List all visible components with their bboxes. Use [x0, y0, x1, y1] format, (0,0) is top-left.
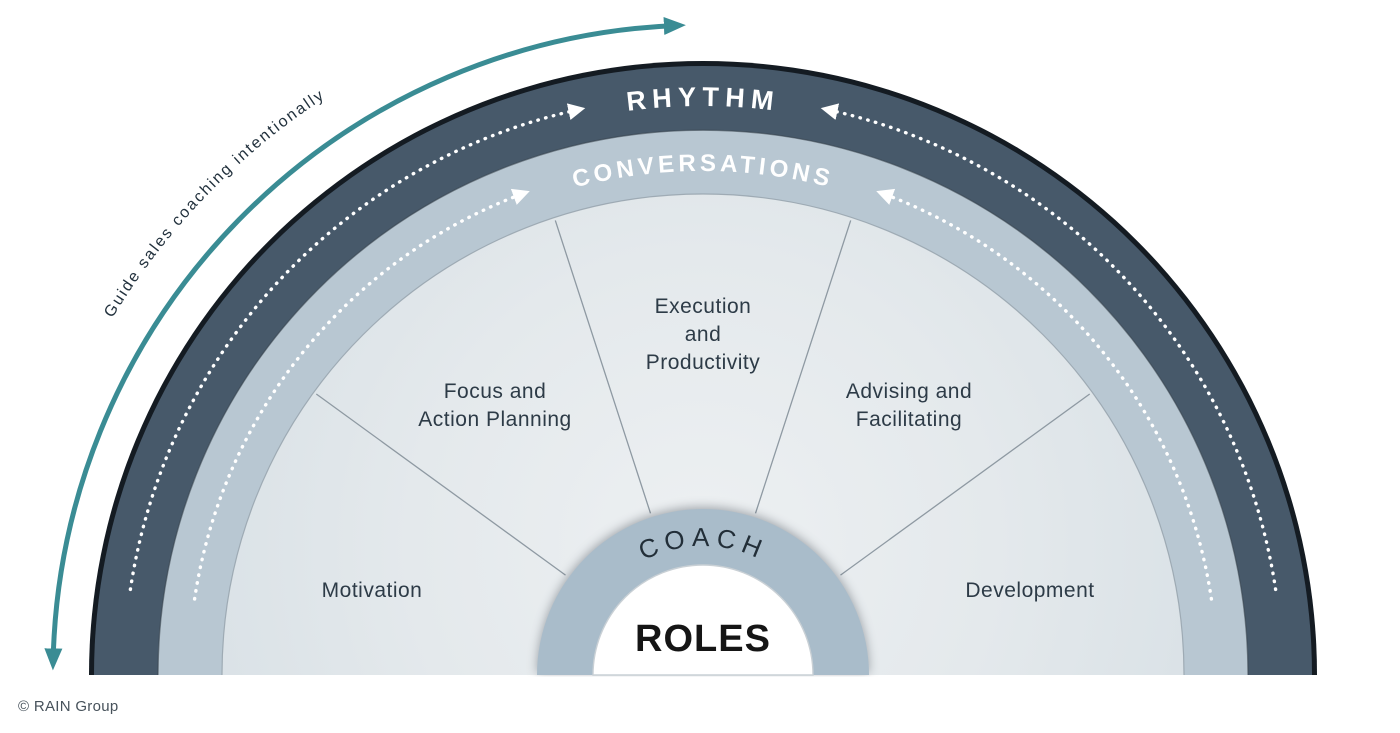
rhythm-label: RHYTHM	[625, 82, 781, 117]
conversations-dotted-arrow-right	[876, 188, 1214, 601]
segment-label-advising-line2: Facilitating	[856, 408, 962, 431]
segment-label-execution-line1: Execution	[655, 295, 752, 318]
segment-label-execution-line2: and	[685, 323, 722, 346]
segment-label-development: Development	[965, 579, 1094, 602]
divider-36deg	[840, 393, 1091, 576]
segment-label-focus-line2: Action Planning	[418, 408, 571, 431]
segment-label-focus-line1: Focus and	[444, 380, 547, 403]
roles-label: ROLES	[635, 618, 771, 660]
rhythm-dotted-arrow-right	[820, 103, 1278, 592]
segment-label-motivation: Motivation	[322, 579, 423, 602]
copyright-footer: © RAIN Group	[18, 698, 119, 715]
segment-label-advising-line1: Advising and	[846, 380, 972, 403]
teal-sweep-arrow	[44, 17, 686, 671]
divider-72deg	[754, 220, 852, 514]
segment-label-execution-line3: Productivity	[646, 351, 761, 374]
segment-labels: Motivation Focus and Action Planning Exe…	[322, 295, 1094, 602]
